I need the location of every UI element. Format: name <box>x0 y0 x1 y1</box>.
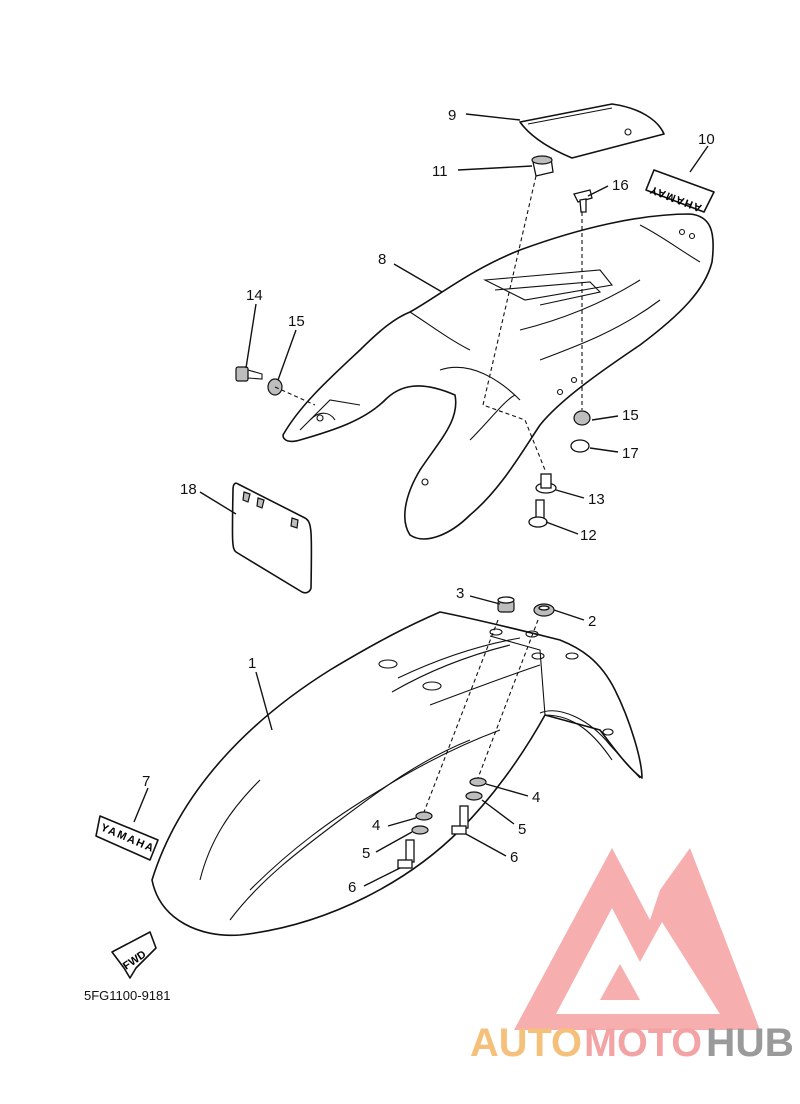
rear-fender <box>282 213 714 540</box>
watermark-auto: AUTO <box>470 1021 582 1065</box>
number-plate <box>231 482 313 594</box>
bolt-12 <box>528 499 548 528</box>
callout-9: 9 <box>448 107 456 124</box>
callout-8-number: 8 <box>378 251 386 268</box>
watermark-hub: HUB <box>706 1021 794 1065</box>
callout-4-right: 4 <box>532 789 540 806</box>
leader-lines <box>133 113 709 887</box>
callout-7-label: 7 <box>142 773 150 790</box>
seat-pad <box>519 103 665 159</box>
washer-4-left <box>415 811 433 821</box>
callout-1: 1 <box>248 655 256 672</box>
callout-15-right: 15 <box>622 407 639 424</box>
callout-17: 17 <box>622 445 639 462</box>
callout-13: 13 <box>588 491 605 508</box>
nut-17 <box>570 439 590 453</box>
callout-18: 18 <box>180 481 197 498</box>
rear-decal: YAMAHA <box>645 169 715 214</box>
damper-3 <box>497 596 515 613</box>
collar-13 <box>535 473 557 494</box>
collar-15-right <box>573 410 591 426</box>
callout-10: 10 <box>698 131 715 148</box>
callout-labels: 9 11 10 16 8 8 8 14 15 15 17 13 12 18 3 … <box>180 107 715 896</box>
watermark-logo <box>514 848 760 1030</box>
callout-5-right: 5 <box>518 821 526 838</box>
bolt-14 <box>235 366 263 382</box>
callout-15-left: 15 <box>288 313 305 330</box>
callout-11: 11 <box>432 163 448 180</box>
watermark-moto: MOTO <box>584 1021 702 1065</box>
washer-4-right <box>469 777 487 787</box>
front-decal: YAMAHA <box>95 815 159 861</box>
bolt-6-right <box>451 805 469 835</box>
callout-6-left: 6 <box>348 879 356 896</box>
fwd-arrow: FWD <box>111 931 157 979</box>
watermark-text: AUTO MOTO HUB <box>470 1021 794 1065</box>
callout-3: 3 <box>456 585 464 602</box>
callout-12: 12 <box>580 527 597 544</box>
bolt-6-left <box>397 839 415 869</box>
callout-6-right: 6 <box>510 849 518 866</box>
washer-5-right <box>465 791 483 801</box>
front-fender <box>151 611 643 937</box>
callout-4-left: 4 <box>372 817 380 834</box>
damper-2 <box>533 603 555 617</box>
damper <box>531 155 554 177</box>
callout-5-left: 5 <box>362 845 370 862</box>
diagram-code: 5FG1100-9181 <box>84 988 171 1003</box>
washer-5-left <box>411 825 429 835</box>
callout-16: 16 <box>612 177 629 194</box>
callout-14: 14 <box>246 287 263 304</box>
clip <box>573 189 593 213</box>
callout-2: 2 <box>588 613 596 630</box>
